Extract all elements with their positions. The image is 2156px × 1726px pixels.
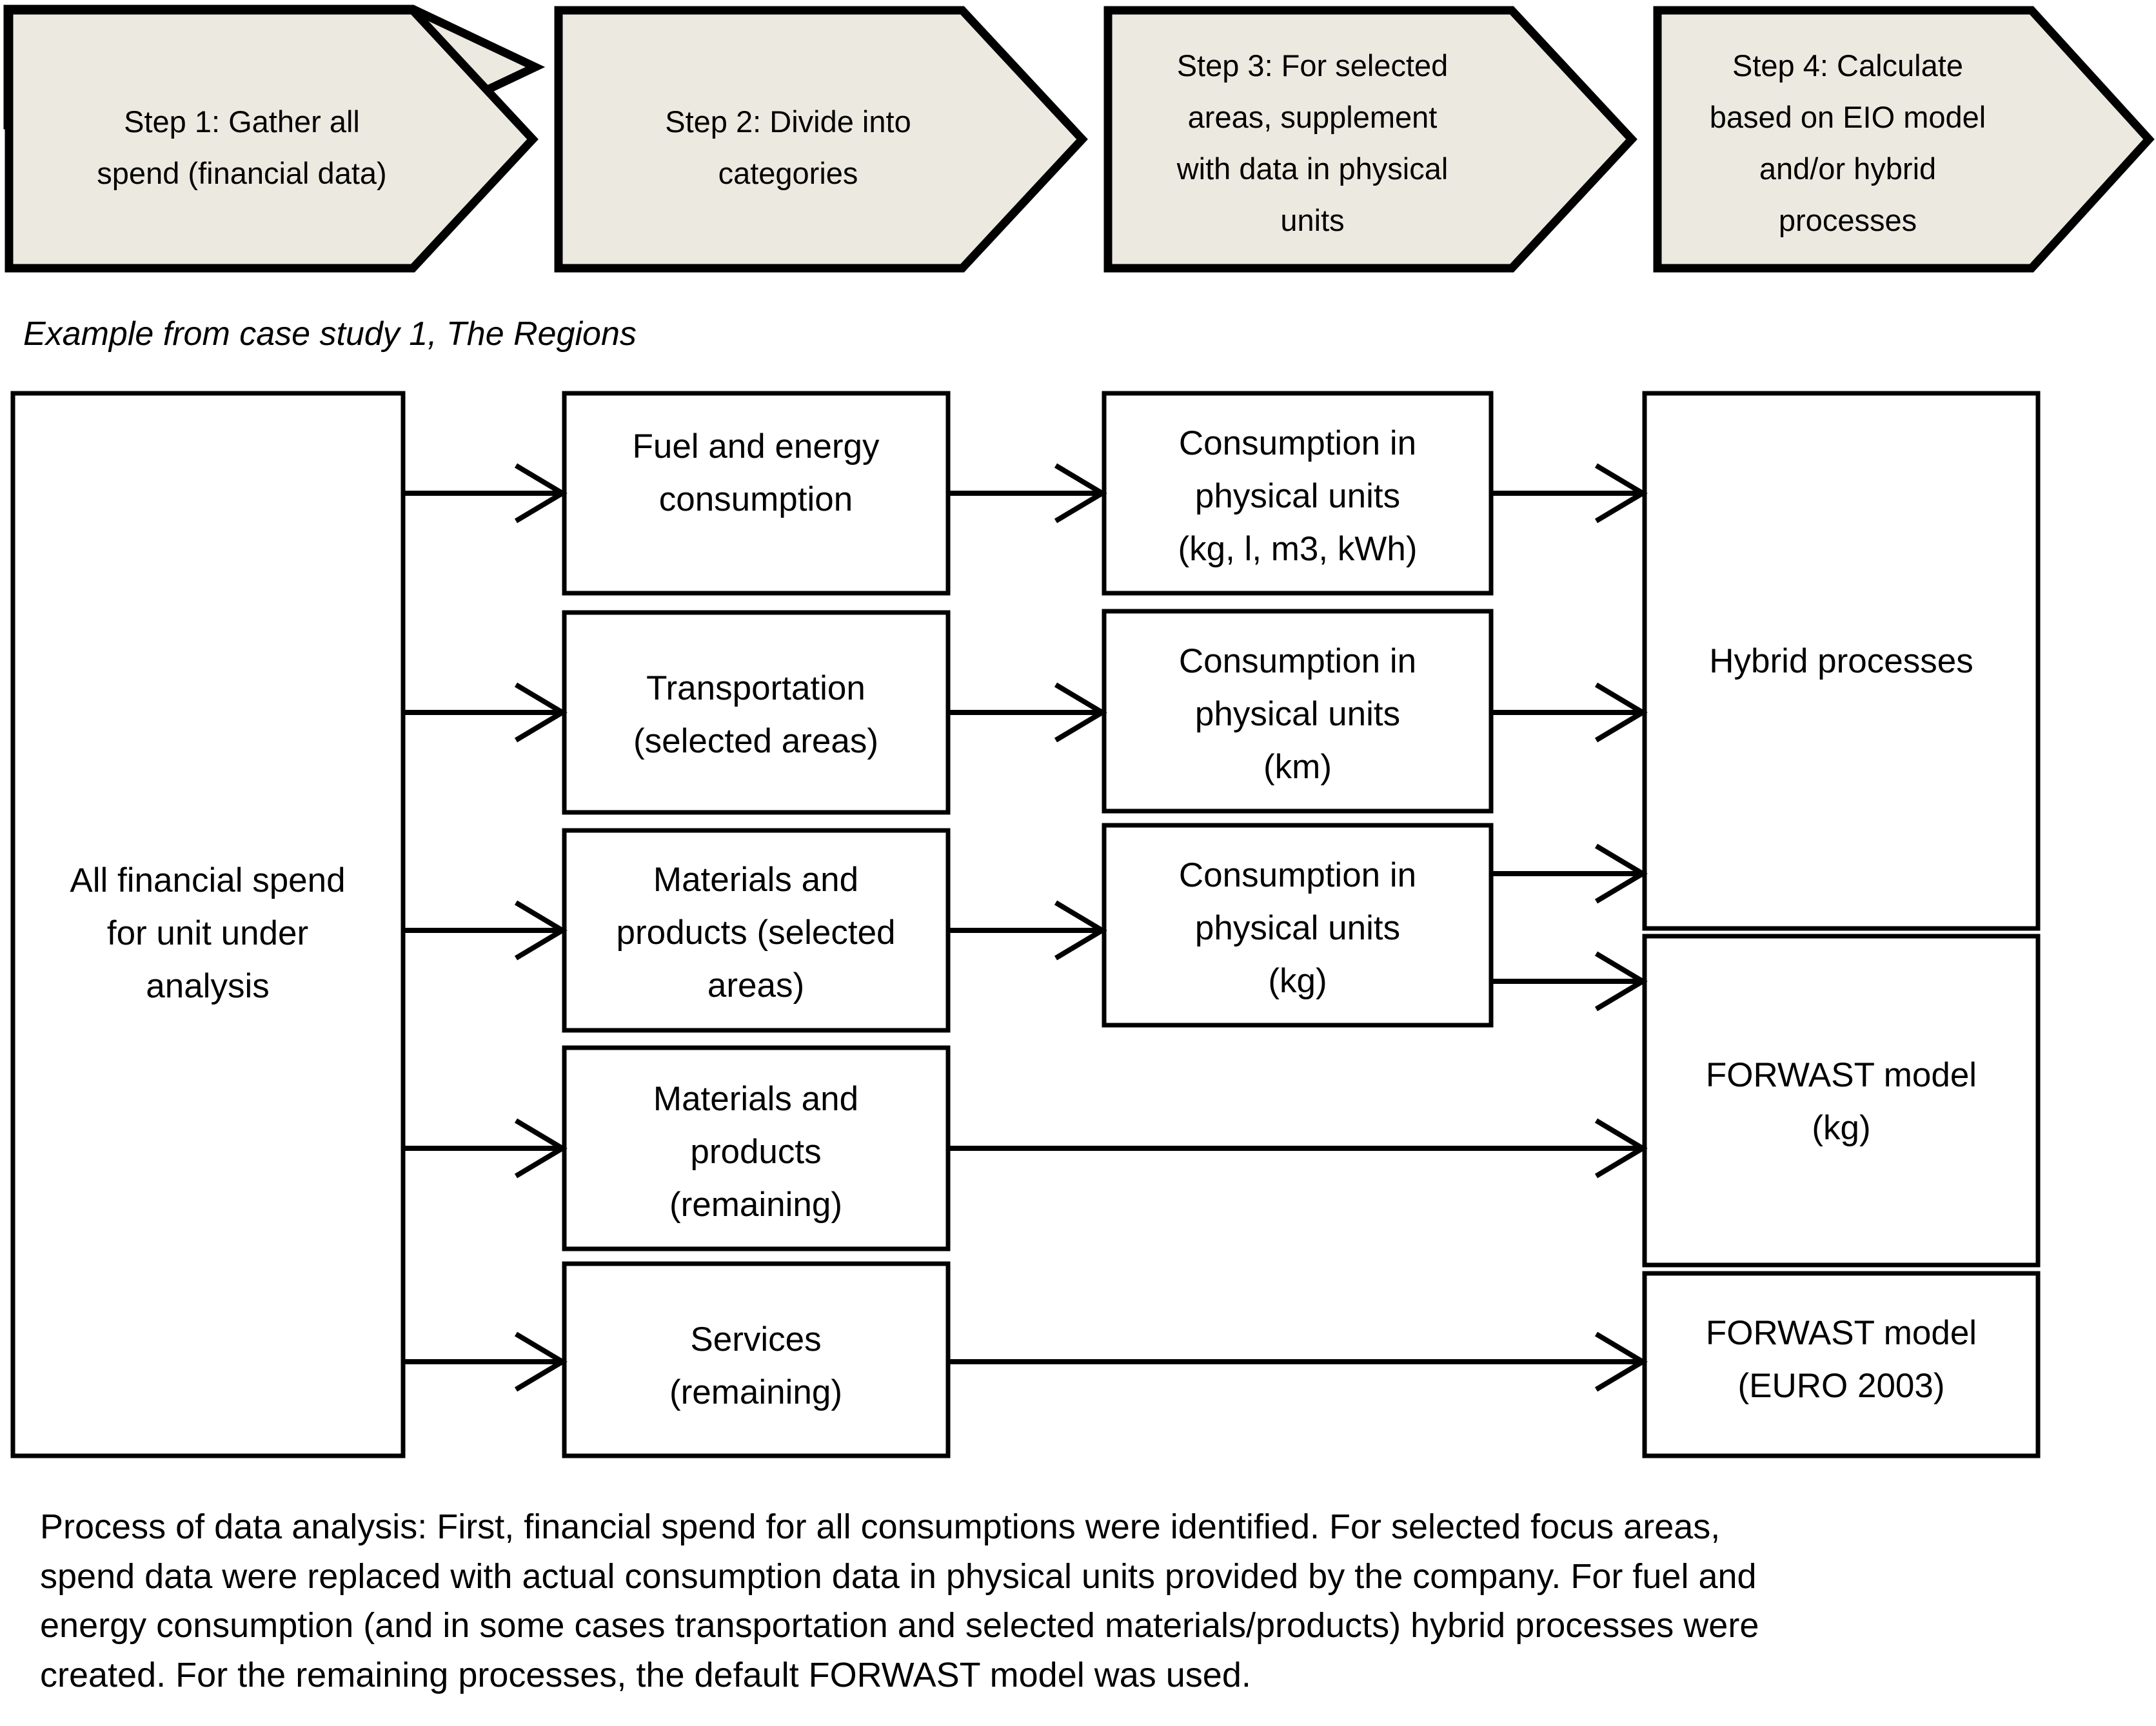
connector-transportation-to-units-km <box>948 682 1107 743</box>
svg-text:with data in physical: with data in physical <box>1176 152 1449 186</box>
svg-text:Step 4: Calculate: Step 4: Calculate <box>1732 48 1963 83</box>
step-2-shape <box>554 6 1088 273</box>
svg-text:Materials and: Materials and <box>653 861 858 899</box>
svg-text:for unit under: for unit under <box>107 914 308 952</box>
connector-materials-remaining-to-forwast-kg <box>948 1118 1648 1179</box>
svg-text:FORWAST model: FORWAST model <box>1706 1056 1977 1094</box>
svg-text:Fuel and energy: Fuel and energy <box>632 427 880 466</box>
box-forwast-kg <box>1642 934 2041 1268</box>
box-units-kg-l-m3-kwh-label: Consumption in physical units (kg, l, m3… <box>1178 424 1417 568</box>
connector-units-kg-to-hybrid <box>1491 843 1648 904</box>
svg-text:(kg): (kg) <box>1812 1109 1870 1147</box>
svg-text:(kg): (kg) <box>1268 962 1327 1000</box>
svg-text:areas, supplement: areas, supplement <box>1188 100 1438 134</box>
step-1-shape <box>5 6 539 273</box>
connector-units-kg-l-m3-kwh-to-hybrid <box>1491 463 1648 524</box>
svg-text:FORWAST model: FORWAST model <box>1706 1314 1977 1352</box>
step-2-label: Step 2: Divide into categories <box>665 104 911 190</box>
box-units-km-label: Consumption in physical units (km) <box>1179 642 1416 786</box>
step-3-label: Step 3: For selected areas, supplement w… <box>1176 48 1449 237</box>
svg-text:All financial spend: All financial spend <box>70 861 345 899</box>
svg-text:based on EIO model: based on EIO model <box>1710 100 1986 134</box>
box-fuel-energy <box>562 391 951 596</box>
figure-caption: Process of data analysis: First, financi… <box>40 1502 2123 1700</box>
svg-text:spend (financial data): spend (financial data) <box>97 156 386 190</box>
box-services-remaining-label: Services (remaining) <box>669 1320 842 1411</box>
svg-text:Services: Services <box>690 1320 821 1358</box>
svg-text:(EURO 2003): (EURO 2003) <box>1737 1367 1944 1405</box>
svg-text:(km): (km) <box>1263 748 1332 786</box>
svg-text:physical units: physical units <box>1195 909 1400 947</box>
svg-text:categories: categories <box>718 156 858 190</box>
connector-spend-to-transportation <box>403 682 568 743</box>
connector-materials-selected-to-units-kg <box>948 900 1107 961</box>
svg-text:analysis: analysis <box>146 967 269 1005</box>
step-3-shape <box>1103 6 1637 273</box>
svg-text:Step 2: Divide into: Step 2: Divide into <box>665 104 911 139</box>
caption-line-1: Process of data analysis: First, financi… <box>40 1507 1721 1546</box>
svg-text:Materials and: Materials and <box>653 1080 858 1118</box>
caption-line-4: created. For the remaining processes, th… <box>40 1656 1251 1695</box>
svg-text:(selected areas): (selected areas) <box>633 722 878 760</box>
box-units-kg-label: Consumption in physical units (kg) <box>1179 856 1416 1000</box>
connector-spend-to-services <box>403 1331 568 1392</box>
connector-units-km-to-hybrid <box>1491 682 1648 743</box>
box-forwast-euro <box>1642 1271 2041 1458</box>
box-hybrid-processes <box>1642 391 2041 931</box>
svg-text:(kg, l, m3, kWh): (kg, l, m3, kWh) <box>1178 530 1417 568</box>
step-4-shape <box>1653 6 2155 273</box>
svg-text:Consumption in: Consumption in <box>1179 856 1416 894</box>
connector-spend-to-materials-remaining <box>403 1118 568 1179</box>
box-fuel-energy-label: Fuel and energy consumption <box>632 427 880 518</box>
connector-spend-to-fuel <box>403 463 568 524</box>
svg-text:products (selected: products (selected <box>616 914 895 952</box>
svg-text:and/or hybrid: and/or hybrid <box>1759 152 1936 186</box>
svg-text:physical units: physical units <box>1195 477 1400 515</box>
box-materials-selected-label: Materials and products (selected areas) <box>616 861 895 1005</box>
svg-text:Step 3: For selected: Step 3: For selected <box>1177 48 1449 83</box>
case-study-note: Example from case study 1, The Regions <box>23 315 637 353</box>
svg-text:units: units <box>1280 203 1344 237</box>
svg-text:Consumption in: Consumption in <box>1179 424 1416 462</box>
box-transportation <box>562 610 951 815</box>
svg-text:Hybrid processes: Hybrid processes <box>1709 642 1973 680</box>
box-units-kg <box>1102 823 1494 1028</box>
box-services-remaining <box>562 1261 951 1458</box>
box-transportation-label: Transportation (selected areas) <box>633 669 878 760</box>
step-4-label: Step 4: Calculate based on EIO model and… <box>1710 48 1986 237</box>
box-forwast-kg-label: FORWAST model (kg) <box>1706 1056 1977 1147</box>
svg-text:physical units: physical units <box>1195 695 1400 733</box>
svg-text:consumption: consumption <box>659 480 853 518</box>
svg-text:(remaining): (remaining) <box>669 1373 842 1411</box>
svg-text:processes: processes <box>1779 203 1917 237</box>
connector-spend-to-materials-selected <box>403 900 568 961</box>
step-1-label: Step 1: Gather all spend (financial data… <box>97 104 386 190</box>
connector-fuel-to-units-kg-l-m3-kwh <box>948 463 1107 524</box>
caption-line-3: energy consumption (and in some cases tr… <box>40 1606 1759 1645</box>
svg-text:products: products <box>690 1133 821 1171</box>
svg-text:(remaining): (remaining) <box>669 1186 842 1224</box>
box-materials-remaining <box>562 1045 951 1251</box>
box-materials-remaining-label: Materials and products (remaining) <box>653 1080 858 1224</box>
svg-text:Consumption in: Consumption in <box>1179 642 1416 680</box>
connector-services-to-forwast-euro <box>948 1331 1648 1392</box>
box-all-financial-spend <box>10 391 406 1458</box>
svg-text:Transportation: Transportation <box>646 669 865 707</box>
box-all-financial-spend-label: All financial spend for unit under analy… <box>70 861 345 1005</box>
connector-units-kg-to-forwast-kg <box>1491 951 1648 1012</box>
caption-line-2: spend data were replaced with actual con… <box>40 1556 1757 1596</box>
box-forwast-euro-label: FORWAST model (EURO 2003) <box>1706 1314 1977 1405</box>
box-units-km <box>1102 609 1494 814</box>
box-hybrid-processes-label: Hybrid processes <box>1709 642 1973 680</box>
svg-text:areas): areas) <box>707 966 804 1005</box>
svg-text:Step 1: Gather all: Step 1: Gather all <box>124 104 360 139</box>
